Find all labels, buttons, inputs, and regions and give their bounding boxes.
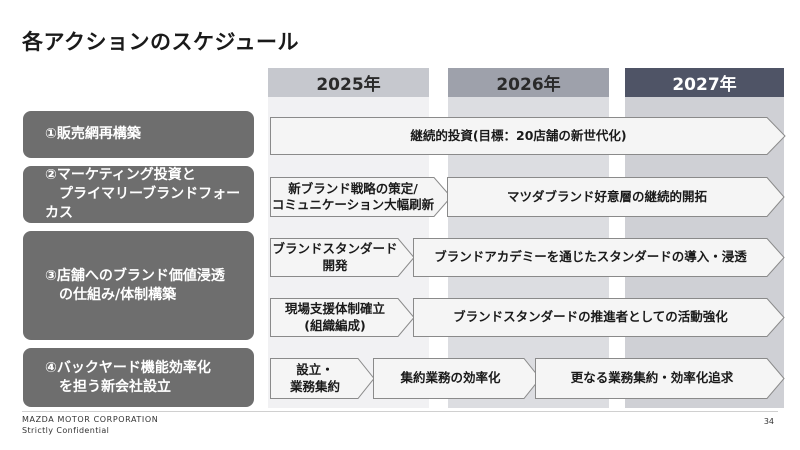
arrow-text: ブランドアカデミーを通じたスタンダードの導入・浸透 <box>434 249 747 265</box>
row-label-text: ③店舗へのブランド価値浸透 の仕組み/体制構築 <box>45 267 225 303</box>
arrow-shape <box>270 238 415 277</box>
arrow-shape <box>270 177 452 217</box>
row-label-2: ②マーケティング投資と プライマリーブランドフォーカス <box>23 166 254 223</box>
arrow-shape <box>535 358 785 399</box>
company-name: MAZDA MOTOR CORPORATION <box>22 415 159 424</box>
arrow-text: 更なる業務集約・効率化追求 <box>570 370 734 386</box>
confidential-note: Strictly Confidential <box>22 426 110 435</box>
arrow-shape <box>270 358 375 399</box>
arrow-text: 現場支援体制確立 (組織編成) <box>284 301 385 333</box>
year-header-2026: 2026年 <box>448 68 609 97</box>
row-label-1: ①販売網再構築 <box>23 111 254 158</box>
page-number: 34 <box>763 417 774 426</box>
arrow-text: ブランドスタンダード 開発 <box>272 241 398 273</box>
arrow-text: 設立・ 業務集約 <box>289 362 340 394</box>
page-title: 各アクションのスケジュール <box>22 30 299 54</box>
arrow-text: 継続的投資(目標：20店舗の新世代化) <box>410 127 627 143</box>
footer-divider <box>22 411 778 412</box>
row-label-text: ②マーケティング投資と プライマリーブランドフォーカス <box>45 167 241 221</box>
arrow-shape <box>413 298 785 337</box>
arrow-shape <box>270 298 415 337</box>
row-label-text: ①販売網再構築 <box>45 126 141 143</box>
arrow-text: マツダブランド好意層の継続的開拓 <box>506 188 707 204</box>
row-label-4: ④バックヤード機能効率化 を担う新会社設立 <box>23 348 254 407</box>
arrow-shape <box>447 177 785 217</box>
arrow-text: ブランドスタンダードの推進者としての活動強化 <box>453 309 728 325</box>
year-header-2025: 2025年 <box>268 68 429 97</box>
row-label-3: ③店舗へのブランド価値浸透 の仕組み/体制構築 <box>23 231 254 340</box>
year-header-2027: 2027年 <box>625 68 784 97</box>
arrow-text: 新ブランド戦略の策定/ コミュニケーション大幅刷新 <box>271 180 435 212</box>
arrow-shape <box>413 238 785 277</box>
arrow-shape <box>270 117 786 155</box>
row-label-text: ④バックヤード機能効率化 を担う新会社設立 <box>45 359 211 395</box>
arrow-shape <box>373 358 541 399</box>
arrow-text: 集約業務の効率化 <box>400 370 501 386</box>
